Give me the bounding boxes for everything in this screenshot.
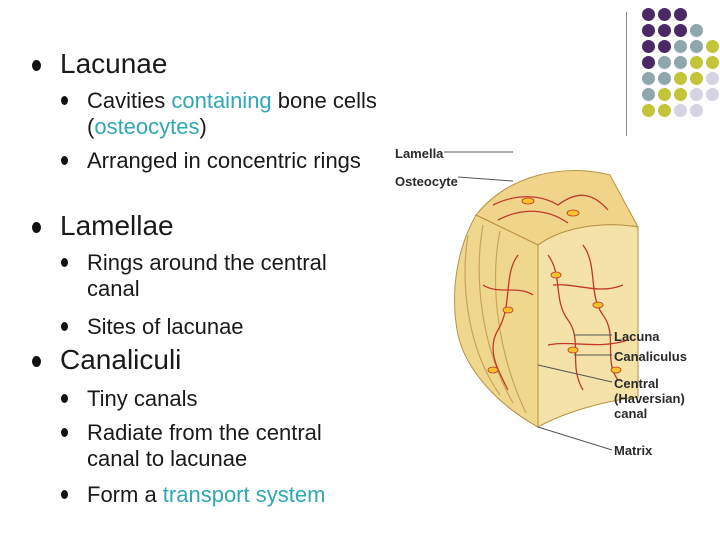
deco-dot — [642, 56, 655, 69]
text: Form a — [87, 482, 163, 507]
sub-bullet-transport: Form a transport system — [61, 482, 377, 508]
highlight-text: osteocytes — [94, 114, 200, 139]
compact-bone-illustration: Lamella Osteocyte Lacuna Canaliculus Cen… — [388, 135, 720, 470]
bullet-title: Lamellae — [60, 210, 174, 241]
deco-dot — [642, 88, 655, 101]
bone-cut-face — [537, 224, 639, 428]
sub-bullet-rings: Rings around the central canal — [61, 250, 377, 302]
deco-dot — [674, 104, 687, 117]
bullet-dot — [32, 60, 41, 71]
bullet-lamellae: Lamellae — [32, 210, 174, 242]
deco-dot — [706, 56, 719, 69]
deco-dot — [690, 72, 703, 85]
label-matrix: Matrix — [614, 443, 653, 458]
deco-dot — [658, 24, 671, 37]
text: bone cells ( — [87, 88, 377, 139]
label-lamella: Lamella — [395, 146, 444, 161]
text: ) — [199, 114, 207, 139]
lamella-lines — [464, 224, 527, 414]
bullet-dot — [32, 356, 41, 367]
bullet-dot — [32, 222, 41, 233]
deco-dot — [642, 24, 655, 37]
deco-dot — [706, 88, 719, 101]
sub-bullet-radiate: Radiate from the central canal to lacuna… — [61, 420, 377, 472]
bone-diagram — [444, 151, 639, 451]
bullet-title: Canaliculi — [60, 344, 182, 375]
deco-dot — [674, 88, 687, 101]
text: Arranged in concentric rings — [87, 148, 361, 173]
divider-line — [626, 12, 627, 136]
deco-dot — [674, 8, 687, 21]
deco-dot — [658, 88, 671, 101]
text: Tiny canals — [87, 386, 198, 411]
label-canaliculus: Canaliculus — [614, 349, 687, 364]
label-lacuna: Lacuna — [614, 329, 660, 344]
bullet-dot — [61, 258, 68, 267]
bullet-dot — [61, 490, 68, 499]
deco-dot — [658, 40, 671, 53]
bullet-title: Lacunae — [60, 48, 168, 79]
text: Sites of lacunae — [87, 314, 244, 339]
deco-dot — [674, 56, 687, 69]
deco-dot — [690, 88, 703, 101]
sub-bullet-cavities: Cavities containing bone cells (osteocyt… — [61, 88, 377, 140]
deco-dot — [690, 104, 703, 117]
sub-bullet-sites: Sites of lacunae — [61, 314, 377, 340]
deco-dot — [658, 72, 671, 85]
deco-dot — [690, 24, 703, 37]
decorative-dot-grid — [620, 8, 720, 138]
label-osteocyte: Osteocyte — [395, 174, 458, 189]
text: Cavities — [87, 88, 172, 113]
sub-bullet-tiny-canals: Tiny canals — [61, 386, 377, 412]
deco-dot — [706, 72, 719, 85]
deco-dot — [690, 56, 703, 69]
deco-dot — [658, 8, 671, 21]
leader-lines — [444, 151, 613, 451]
bullet-dot — [61, 156, 68, 165]
bullet-dot — [61, 322, 68, 331]
bullet-lacunae: Lacunae — [32, 48, 168, 80]
highlight-text: transport system — [162, 482, 326, 507]
bullet-list: Lacunae Cavities containing bone cells (… — [32, 48, 377, 508]
deco-dot — [642, 104, 655, 117]
deco-dot — [674, 24, 687, 37]
deco-dot — [690, 40, 703, 53]
deco-dot — [674, 40, 687, 53]
text: Rings around the central canal — [87, 250, 327, 301]
deco-dot — [674, 72, 687, 85]
bullet-dot — [61, 96, 68, 105]
lacunae — [487, 197, 622, 374]
sub-bullet-arranged: Arranged in concentric rings — [61, 148, 377, 174]
deco-dot — [642, 40, 655, 53]
bullet-dot — [61, 428, 68, 437]
label-central-canal: Central (Haversian) canal — [614, 376, 685, 421]
deco-dot — [642, 72, 655, 85]
highlight-text: containing — [171, 88, 272, 113]
deco-dot — [658, 104, 671, 117]
bone-outer-face — [454, 214, 539, 428]
bullet-dot — [61, 394, 68, 403]
deco-dot — [642, 8, 655, 21]
canaliculi-network — [482, 194, 629, 391]
text: Radiate from the central canal to lacuna… — [87, 420, 322, 471]
bullet-canaliculi: Canaliculi — [32, 344, 182, 376]
deco-dot — [658, 56, 671, 69]
deco-dot — [706, 40, 719, 53]
